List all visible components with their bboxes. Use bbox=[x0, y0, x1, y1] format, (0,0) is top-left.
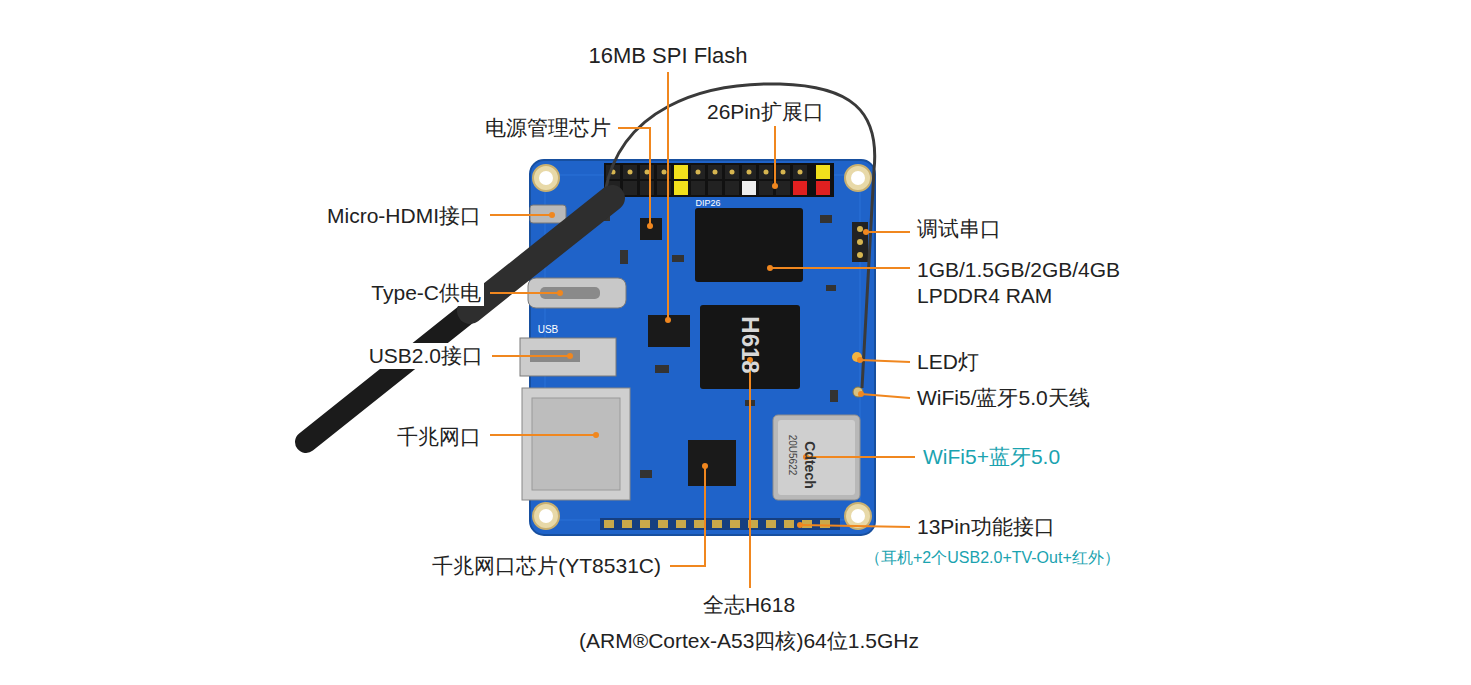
callout-label: 16MB SPI Flash bbox=[586, 42, 751, 70]
callout-label: 全志H618 bbox=[700, 592, 798, 618]
callout-label: 千兆网口芯片(YT8531C) bbox=[429, 553, 664, 579]
callout-label: 千兆网口 bbox=[394, 424, 484, 450]
silkscreen-text: 20U5622 bbox=[787, 435, 797, 476]
callout-label: WiFi5+蓝牙5.0 bbox=[920, 444, 1063, 470]
silkscreen-text: Cdtech bbox=[803, 441, 817, 488]
led bbox=[852, 352, 862, 362]
flash-chip bbox=[648, 315, 690, 347]
callout-label: (ARM®Cortex-A53四核)64位1.5GHz bbox=[576, 628, 922, 654]
callout-label: LED灯 bbox=[914, 349, 982, 375]
antenna-cable bbox=[605, 84, 875, 388]
silkscreen-text: H618 bbox=[738, 316, 762, 373]
callout-label: 13Pin功能接口 bbox=[914, 514, 1058, 540]
callout-label: Micro-HDMI接口 bbox=[324, 203, 484, 229]
antenna-stick bbox=[306, 198, 612, 442]
callout-label: 1GB/1.5GB/2GB/4GB LPDDR4 RAM bbox=[914, 257, 1140, 310]
leader-dots bbox=[549, 183, 869, 528]
callout-label: WiFi5/蓝牙5.0天线 bbox=[914, 385, 1093, 411]
leader-lines bbox=[490, 72, 915, 588]
ethernet-chip bbox=[688, 440, 736, 486]
ethernet-port bbox=[522, 388, 630, 500]
callout-label: 调试串口 bbox=[914, 216, 1004, 242]
function-pins bbox=[600, 518, 840, 530]
callout-label: 26Pin扩展口 bbox=[704, 99, 827, 125]
silkscreen-text: USB bbox=[538, 325, 559, 335]
callout-label: USB2.0接口 bbox=[366, 343, 486, 369]
antenna-connector bbox=[853, 387, 863, 397]
pin-header bbox=[604, 163, 834, 197]
callout-label: Type-C供电 bbox=[368, 280, 484, 306]
callout-note: （耳机+2个USB2.0+TV-Out+红外） bbox=[862, 548, 1123, 568]
silkscreen-text: DIP26 bbox=[695, 199, 720, 208]
debug-header bbox=[852, 222, 868, 262]
ram-chip bbox=[695, 208, 803, 282]
callout-label: 电源管理芯片 bbox=[482, 115, 614, 141]
small-components bbox=[600, 215, 838, 478]
